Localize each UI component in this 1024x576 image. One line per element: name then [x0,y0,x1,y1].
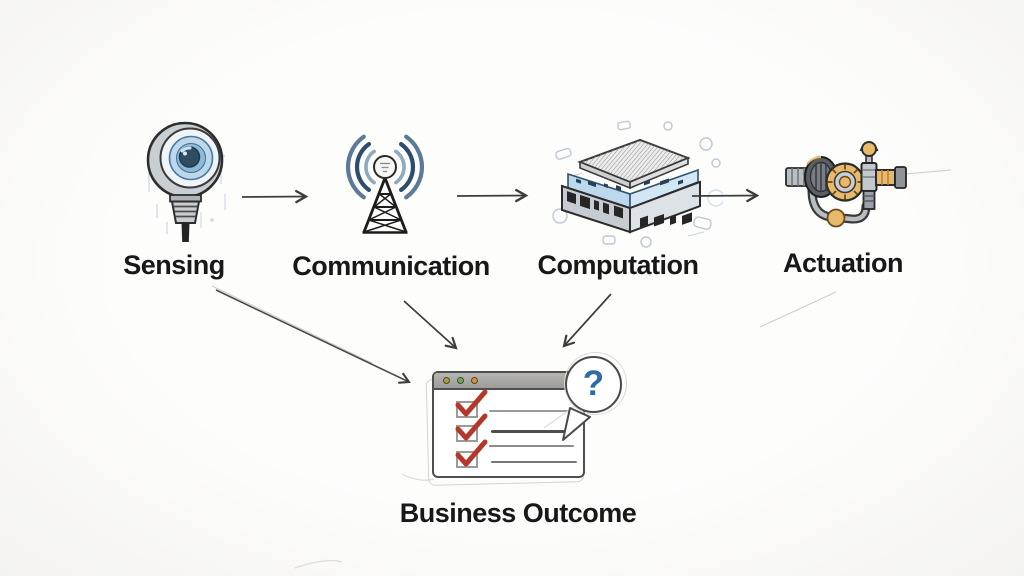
arrow-communication-to-computation [456,188,529,203]
check-mark-icon [455,413,488,441]
checklist [434,389,587,476]
sensor-cable [181,223,190,242]
chassis-ports [561,180,701,234]
text-line [489,410,576,412]
lattice-tower [362,177,408,234]
check-mark-icon [455,439,488,467]
text-line [491,461,577,463]
sketch-doodles [552,120,723,248]
mini-computer-icon [552,120,723,248]
node-label-communication: Communication [292,251,490,281]
arrow-communication-to-outcome [403,300,458,350]
valve-assembly-icon [785,141,952,228]
check-mark-icon [455,389,488,417]
window-titlebar [434,373,583,390]
node-label-sensing: Sensing [123,250,225,280]
text-line [489,445,574,447]
outlet-pipe [875,166,907,189]
browser-window [432,371,587,478]
question-mark: ? [582,363,605,403]
text-line [491,430,572,433]
arrow-sensing-to-communication [241,189,309,204]
titlebar-dot [443,377,450,384]
node-label-computation: Computation [537,250,699,280]
arrow-sensing-to-outcome [211,285,411,384]
valve-wheel [825,162,865,202]
vertical-valve [859,141,879,210]
arrow-actuation-to-outcome [759,291,837,328]
business-outcome-label: Business Outcome [399,498,637,528]
sensor-icon [146,121,226,242]
heatsink-top [577,138,691,190]
question-bubble: ? [564,352,627,415]
pencil-stroke [401,473,435,481]
ball-joint [826,208,846,228]
titlebar-dot [457,377,464,384]
radio-tower-icon [346,134,424,234]
titlebar-dot [471,377,478,384]
arrow-computation-to-actuation [691,188,760,203]
radio-waves [346,134,424,200]
arrow-computation-to-outcome [562,293,612,348]
pencil-stroke [904,169,952,175]
pencil-stroke [294,560,343,569]
node-label-actuation: Actuation [783,248,904,278]
